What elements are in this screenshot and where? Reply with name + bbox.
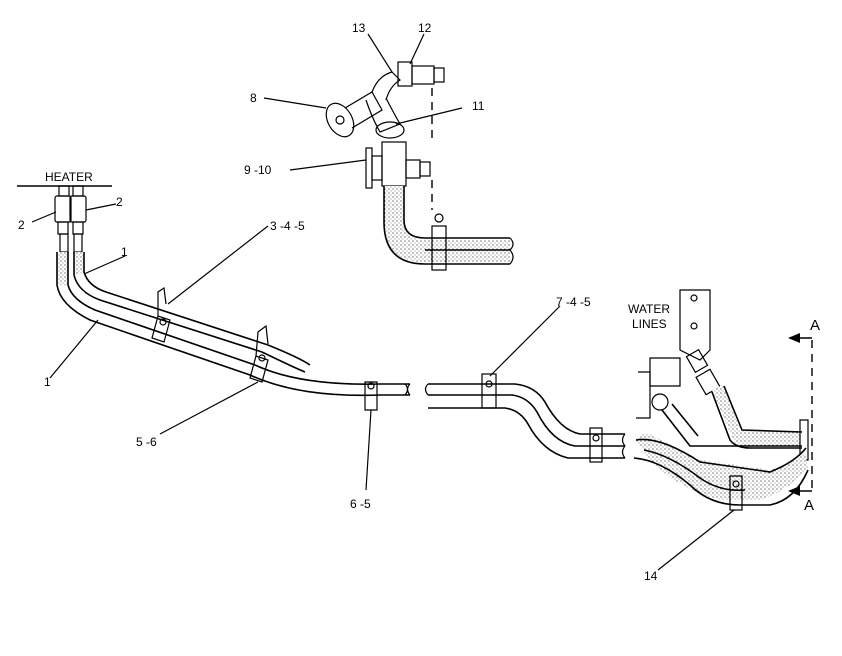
- clamp-7-4-5: [481, 373, 497, 409]
- callout-9-10: 9 -10: [244, 163, 272, 177]
- callout-leaders: [31, 33, 735, 571]
- callout-14: 14: [644, 569, 658, 583]
- callout-13: 13: [352, 21, 366, 35]
- callout-1-lower: 1: [44, 375, 51, 389]
- callout-5-6: 5 -6: [136, 435, 157, 449]
- callout-2-right: 2: [116, 195, 123, 209]
- callout-labels: 1 1 2 2 3 -4 -5 5 -6 6 -5 7 -4 -5 8 9 -1…: [18, 21, 658, 583]
- callout-8: 8: [250, 91, 257, 105]
- water-lines-group: WATER LINES A A: [628, 289, 820, 514]
- heater-fitting-left: [54, 185, 72, 253]
- callout-3-4-5: 3 -4 -5: [270, 219, 305, 233]
- callout-11: 11: [472, 99, 485, 113]
- section-a-top: A: [810, 317, 820, 334]
- hose-left-section: [56, 252, 411, 397]
- callout-7-4-5: 7 -4 -5: [556, 295, 591, 309]
- clamp-5-6: [249, 324, 269, 383]
- callout-12: 12: [418, 21, 432, 35]
- heater-label: HEATER: [45, 170, 93, 184]
- hose-middle-section: [424, 373, 626, 463]
- water-label: WATER: [628, 302, 670, 316]
- section-a-bottom: A: [804, 497, 814, 514]
- heater-group: HEATER: [17, 170, 112, 253]
- callout-2-left: 2: [18, 218, 25, 232]
- callout-1-upper: 1: [121, 245, 128, 259]
- clamp-6-5: [364, 381, 378, 411]
- callout-6-5: 6 -5: [350, 497, 371, 511]
- clamp-3-4-5: [151, 286, 171, 343]
- valve-assembly: [325, 61, 514, 271]
- lines-label: LINES: [632, 317, 667, 331]
- heater-fitting-right: [69, 185, 87, 253]
